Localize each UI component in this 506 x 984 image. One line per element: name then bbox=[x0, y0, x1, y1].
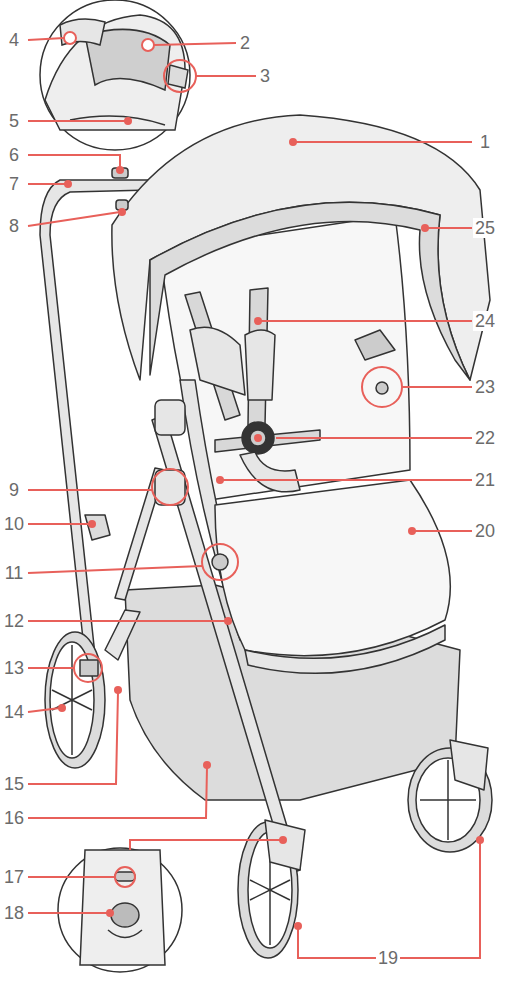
callout-number: 11 bbox=[3, 563, 26, 583]
callout-number: 13 bbox=[2, 658, 26, 678]
canopy-detail-inset bbox=[40, 0, 190, 150]
callout-number: 1 bbox=[478, 132, 492, 152]
callout-number: 18 bbox=[2, 903, 26, 923]
callout-number: 19 bbox=[376, 948, 400, 968]
callout-number: 12 bbox=[2, 611, 26, 631]
leader-lines bbox=[28, 38, 480, 958]
callout-number: 16 bbox=[2, 808, 26, 828]
callout-number: 7 bbox=[7, 174, 21, 194]
leader-rings bbox=[64, 32, 402, 887]
callout-number: 3 bbox=[258, 66, 272, 86]
callout-number: 17 bbox=[2, 867, 26, 887]
callout-number: 15 bbox=[2, 774, 26, 794]
leader-dots bbox=[58, 117, 484, 930]
brake-detail-inset bbox=[58, 848, 182, 972]
callout-number: 5 bbox=[7, 111, 21, 131]
callout-number: 22 bbox=[473, 428, 497, 448]
callout-number: 4 bbox=[7, 30, 21, 50]
callout-number: 6 bbox=[7, 145, 21, 165]
callout-number: 9 bbox=[7, 480, 21, 500]
callout-number: 23 bbox=[473, 377, 497, 397]
callout-number: 21 bbox=[473, 470, 497, 490]
callout-number: 2 bbox=[238, 33, 252, 53]
callout-number: 14 bbox=[2, 702, 26, 722]
callout-number: 24 bbox=[473, 311, 497, 331]
stroller-body bbox=[40, 115, 492, 958]
callout-number: 25 bbox=[473, 218, 497, 238]
callout-number: 8 bbox=[7, 216, 21, 236]
callout-number: 20 bbox=[473, 521, 497, 541]
callout-number: 10 bbox=[2, 514, 26, 534]
